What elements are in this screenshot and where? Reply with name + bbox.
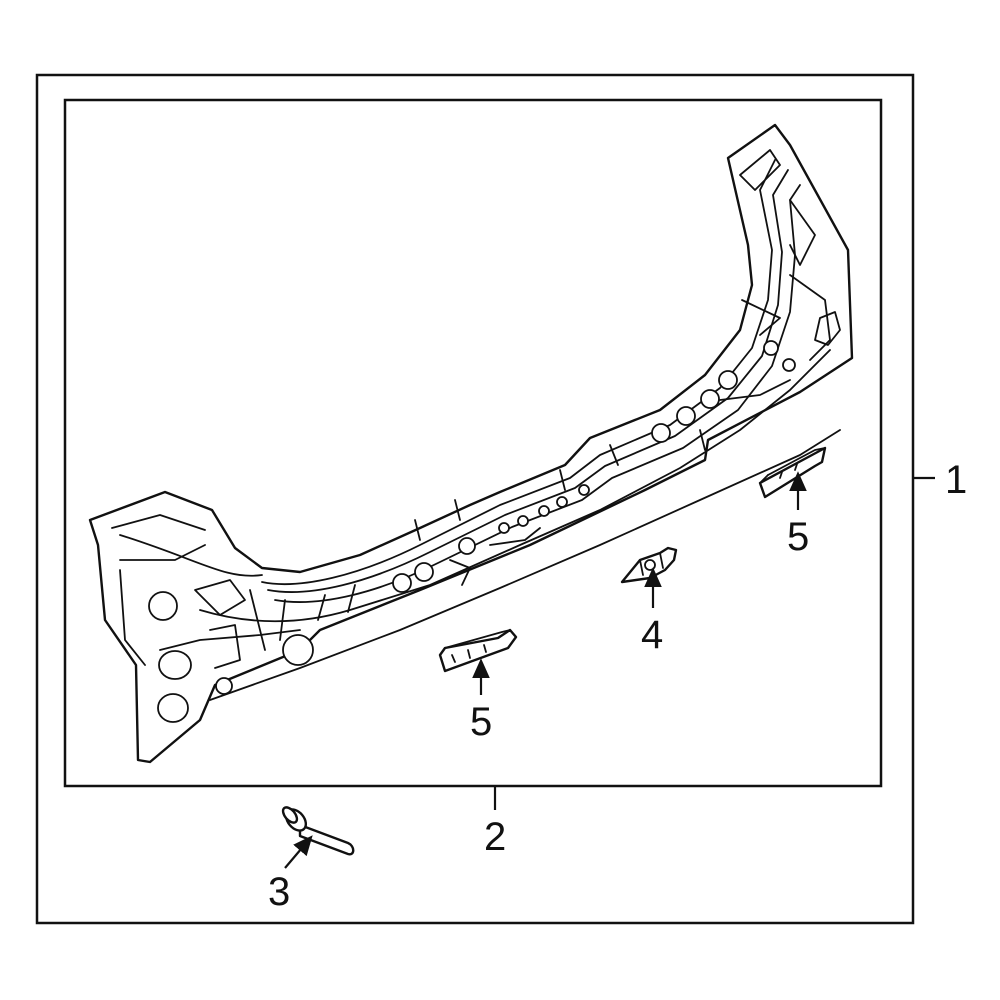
- rear-body-panel-icon: [88, 123, 854, 764]
- reinforcement-bracket-icon: [438, 628, 518, 673]
- inner-frame: [63, 98, 883, 788]
- callout-5-center: 5: [470, 700, 492, 744]
- stud-bolt-icon: [281, 806, 355, 856]
- arrow-icon: [284, 835, 313, 869]
- mounting-bracket-icon: [620, 546, 678, 584]
- callout-3: 3: [268, 870, 290, 914]
- callout-2: 2: [484, 815, 506, 859]
- outer-frame: [35, 73, 915, 925]
- reinforcement-bracket-icon: [758, 446, 827, 499]
- callout-1: 1: [945, 458, 967, 502]
- callout-5-right: 5: [787, 515, 809, 559]
- callout-4: 4: [641, 613, 663, 657]
